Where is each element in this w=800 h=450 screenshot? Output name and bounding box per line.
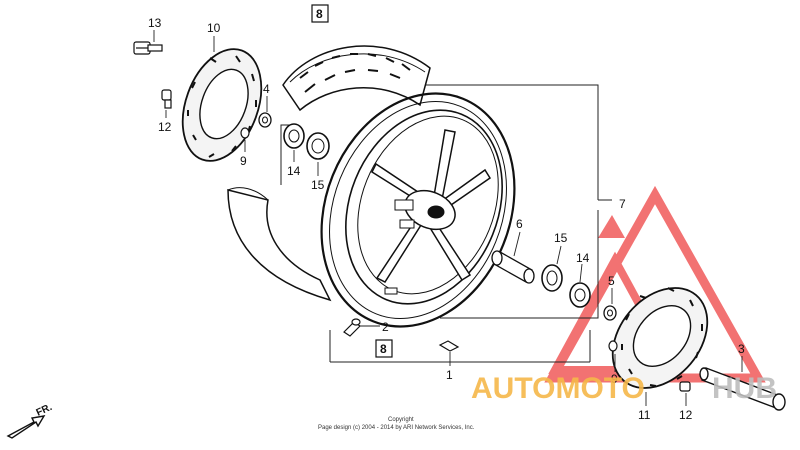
copyright-notice: Copyright Page design (c) 2004 - 2014 by…	[318, 417, 475, 431]
seal-15-left	[306, 132, 330, 160]
wheel-rim	[320, 92, 516, 328]
front-direction-indicator: FR.	[6, 402, 54, 439]
callout-8-mid: 8	[380, 342, 387, 356]
callout-9-left: 9	[240, 154, 247, 168]
copyright-line-2: Page design (c) 2004 - 2014 by ARI Netwo…	[318, 425, 475, 431]
callout-4: 4	[263, 82, 270, 96]
callout-6: 6	[516, 217, 523, 231]
callout-9-right: 9	[611, 372, 618, 386]
callout-12-left: 12	[158, 120, 172, 134]
washer-9-right	[608, 340, 618, 352]
bolt-12-right	[679, 381, 691, 392]
bolt-12-left	[161, 89, 172, 109]
washer-9-left	[240, 127, 250, 139]
callout-5: 5	[608, 274, 615, 288]
watermark-text-hub: HUB	[712, 372, 777, 405]
callout-14-left: 14	[287, 164, 301, 178]
distance-collar-6	[491, 250, 535, 284]
collar-5	[603, 305, 617, 321]
callout-labels: 13 10 12 4 9 14 15 6 15 14 7 5 9 11 12 3…	[148, 16, 745, 422]
seal-15-right	[541, 264, 563, 292]
callout-15-right: 15	[554, 231, 568, 245]
copyright-line-1: Copyright	[388, 417, 414, 423]
callout-7: 7	[619, 197, 626, 211]
callout-13: 13	[148, 16, 162, 30]
bearing-14-left	[283, 123, 305, 149]
callout-14-right: 14	[576, 251, 590, 265]
callout-10: 10	[207, 21, 221, 35]
bolt-13	[133, 41, 163, 55]
callout-12-right: 12	[679, 408, 693, 422]
balance-weight-1	[438, 340, 460, 352]
brake-disc-left	[181, 48, 263, 162]
callout-8-mid-box: 8	[375, 339, 393, 358]
tire-upper-half	[282, 45, 431, 112]
callout-8-top-box: 8	[311, 4, 329, 23]
callout-8-top: 8	[316, 7, 323, 21]
air-valve-2	[343, 318, 361, 337]
tire-lower-half	[227, 187, 332, 302]
direction-label: FR.	[35, 402, 54, 419]
callout-15-left: 15	[311, 178, 325, 192]
callout-3: 3	[738, 342, 745, 356]
front-axle	[699, 367, 786, 411]
bearing-14-right	[569, 282, 591, 308]
callout-2: 2	[382, 320, 389, 334]
callout-1: 1	[446, 368, 453, 382]
collar-4	[258, 112, 272, 128]
wheel-hub	[384, 189, 456, 295]
callout-11: 11	[638, 408, 651, 422]
brake-disc-right	[611, 287, 709, 389]
watermark-text: AUTOMOTO HUB	[471, 372, 777, 405]
watermark-text-automoto: AUTOMOTO	[471, 372, 645, 405]
leader-lines	[153, 30, 743, 406]
